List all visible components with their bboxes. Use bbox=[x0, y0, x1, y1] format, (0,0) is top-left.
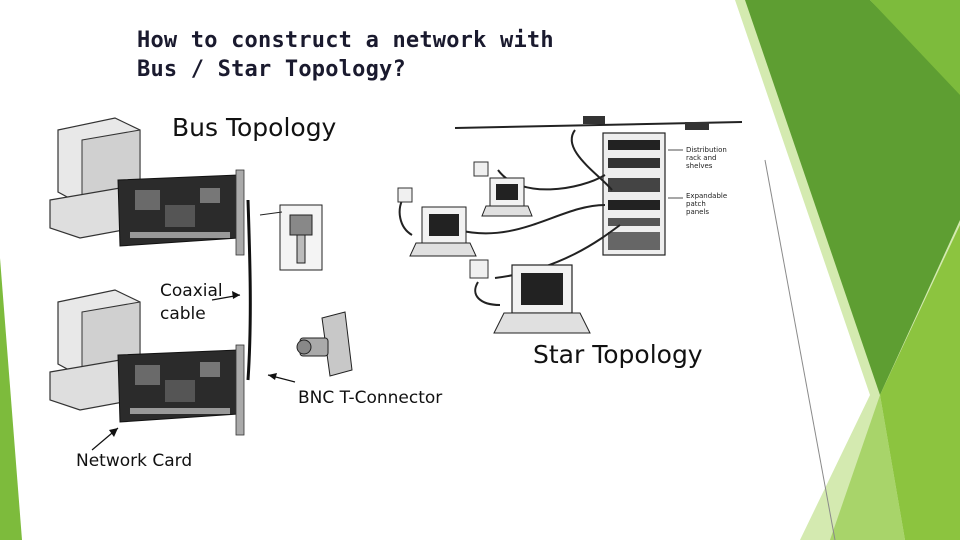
coaxial-cable-label: Coaxial cable bbox=[160, 280, 223, 326]
cable-clamp-1 bbox=[583, 116, 605, 124]
wall-plate-2 bbox=[474, 162, 488, 176]
coaxial-label-line-2: cable bbox=[160, 303, 223, 326]
coaxial-cable-line bbox=[248, 200, 250, 380]
network-card-label: Network Card bbox=[76, 451, 192, 471]
network-card-top bbox=[118, 170, 244, 255]
title-line-2: Bus / Star Topology? bbox=[137, 55, 554, 84]
star-computer-1 bbox=[482, 178, 532, 216]
cable-clamp-2 bbox=[685, 122, 709, 130]
bus-topology-label: Bus Topology bbox=[172, 113, 336, 142]
rack-label-distribution-1: Distribution bbox=[686, 146, 727, 154]
distribution-rack bbox=[603, 133, 665, 255]
title-line-1: How to construct a network with bbox=[137, 26, 554, 55]
bnc-connector-label: BNC T-Connector bbox=[298, 388, 442, 408]
slide-title: How to construct a network with Bus / St… bbox=[137, 26, 554, 84]
rack-label-patch-1: Expandable bbox=[686, 192, 727, 200]
bnc-t-connector bbox=[297, 312, 352, 376]
network-card-bottom bbox=[118, 345, 244, 435]
star-topology-label: Star Topology bbox=[533, 340, 703, 369]
wall-plate-1 bbox=[398, 188, 412, 202]
bnc-inset bbox=[260, 205, 322, 270]
rack-label-patch-3: panels bbox=[686, 208, 709, 216]
wall-plate-3 bbox=[470, 260, 488, 278]
star-computer-2 bbox=[410, 207, 476, 256]
coaxial-label-line-1: Coaxial bbox=[160, 280, 223, 303]
rack-label-distribution-2: rack and bbox=[686, 154, 716, 162]
rack-label-patch-2: patch bbox=[686, 200, 706, 208]
rack-label-distribution-3: shelves bbox=[686, 162, 713, 170]
